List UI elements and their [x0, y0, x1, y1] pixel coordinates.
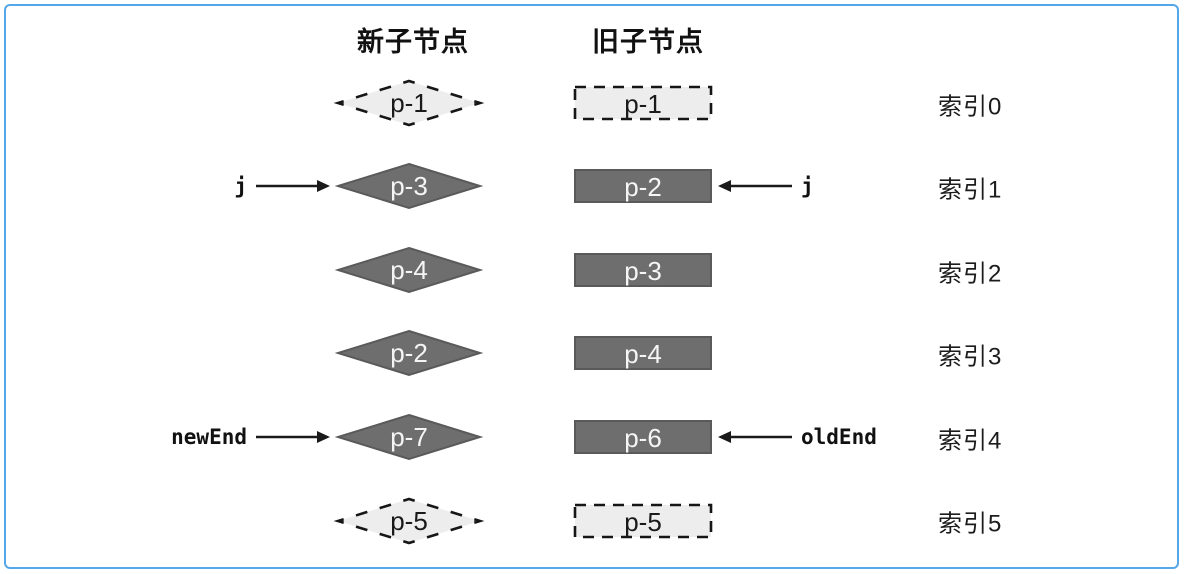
old-node-p4-label: p-4 [624, 339, 662, 369]
index-label-2: 索引2 [938, 260, 1003, 288]
new-children-header: 新子节点 [357, 27, 469, 57]
pointer-j-old: j [718, 174, 814, 198]
index-label-1: 索引1 [938, 176, 1003, 204]
new-node-p2-label: p-2 [390, 338, 428, 368]
new-node-p4-diamond: p-4 [334, 245, 484, 295]
new-node-p3-label: p-3 [390, 171, 428, 201]
old-node-p1-label: p-1 [624, 89, 662, 119]
arrow-left-icon [718, 428, 792, 446]
pointer-j-new: j [0, 174, 330, 198]
old-node-p2-rect: p-2 [573, 168, 713, 204]
new-node-p5-diamond: p-5 [333, 496, 485, 546]
pointer-newend: newEnd [0, 425, 330, 449]
pointer-oldend-label: oldEnd [801, 425, 877, 449]
old-node-p3-label: p-3 [624, 256, 662, 286]
arrow-left-icon [718, 177, 792, 195]
old-node-p2-label: p-2 [624, 172, 662, 202]
old-node-p6-label: p-6 [624, 423, 662, 453]
index-label-0: 索引0 [938, 93, 1003, 121]
old-children-header: 旧子节点 [592, 27, 704, 57]
index-label-3: 索引3 [938, 343, 1003, 371]
diagram-border [4, 4, 1179, 569]
pointer-oldend: oldEnd [718, 425, 877, 449]
old-node-p5-label: p-5 [624, 507, 662, 537]
pointer-j-old-label: j [801, 174, 814, 198]
new-node-p5-label: p-5 [390, 506, 428, 536]
pointer-j-new-label: j [234, 174, 247, 198]
arrow-right-icon [256, 177, 330, 195]
new-node-p3-diamond: p-3 [334, 161, 484, 211]
new-node-p1-label: p-1 [390, 88, 428, 118]
new-node-p1-diamond: p-1 [333, 78, 485, 128]
old-node-p1-rect: p-1 [573, 85, 713, 121]
new-node-p4-label: p-4 [390, 255, 428, 285]
new-node-p7-label: p-7 [390, 422, 428, 452]
arrow-right-icon [256, 428, 330, 446]
old-node-p4-rect: p-4 [573, 335, 713, 371]
old-node-p3-rect: p-3 [573, 252, 713, 288]
index-label-4: 索引4 [938, 427, 1003, 455]
old-node-p5-rect: p-5 [573, 503, 713, 539]
new-node-p2-diamond: p-2 [334, 328, 484, 378]
index-label-5: 索引5 [938, 510, 1003, 538]
pointer-newend-label: newEnd [171, 425, 247, 449]
old-node-p6-rect: p-6 [573, 419, 713, 455]
new-node-p7-diamond: p-7 [334, 412, 484, 462]
